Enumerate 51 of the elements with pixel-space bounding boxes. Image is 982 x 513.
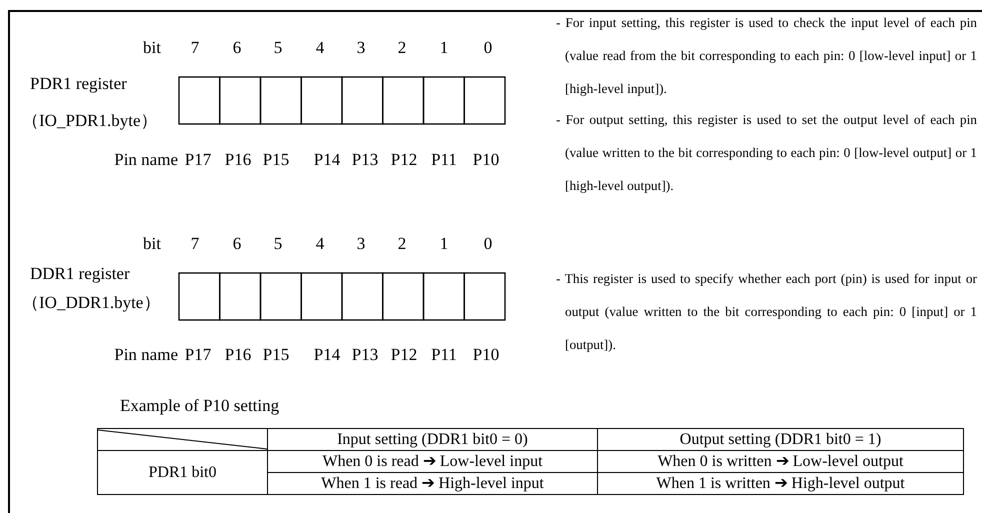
table-cell: When 0 is written ➔ Low-level output [598,450,964,472]
table-cell: When 0 is read ➔ Low-level input [268,450,598,472]
pin-name: P15 [262,150,290,170]
register-description: - For input setting, this register is used to check the input level of each pin (value read from the bit corresponding to each pin: 0 [low-level input] or 1 [high-level input]). [556,14,977,98]
register-name: DDR1 register [30,264,130,284]
pin-name: P11 [431,150,457,170]
bit-label: bit [143,234,161,254]
bit-number: 6 [232,234,242,254]
bit-number: 4 [316,234,324,254]
bit-number: 0 [484,234,492,254]
column-header: Input setting (DDR1 bit0 = 0) [268,428,598,450]
pin-name: P12 [390,150,418,170]
bit-number: 3 [356,234,366,254]
bit-number: 4 [316,38,324,58]
pin-name-label: Pin name [114,345,178,365]
bit-number: 7 [190,234,200,254]
row-header: PDR1 bit0 [98,450,268,494]
pin-name: P13 [352,150,378,170]
bit-number: 0 [484,38,492,58]
register-description: - This register is used to specify whether each port (pin) is used for input or output (value written to the bit corresponding to each pin: 0 [input] or 1 [output]). [556,270,977,354]
column-header: Output setting (DDR1 bit0 = 1) [598,428,964,450]
pin-name: P12 [390,345,418,365]
pin-name: P14 [314,150,340,170]
bit-number: 5 [274,234,282,254]
pin-name: P17 [184,345,212,365]
pin-name: P17 [184,150,212,170]
pin-name: P16 [224,345,252,365]
table-cell: When 1 is read ➔ High-level input [268,472,598,494]
bit-label: bit [143,38,161,58]
register-description: - For output setting, this register is used to set the output level of each pin (value written to the bit corresponding to each pin: 0 [low-level output] or 1 [high-level output]). [556,111,977,195]
bit-number: 1 [440,234,448,254]
bit-number: 2 [398,38,406,58]
bit-number: 7 [190,38,200,58]
pin-name: P10 [472,150,500,170]
pin-name-label: Pin name [114,150,178,170]
table-cell: When 1 is written ➔ High-level output [598,472,964,494]
table-title: Example of P10 setting [120,396,280,416]
bit-number: 5 [274,38,282,58]
register-symbol: （IO_DDR1.byte） [22,293,160,313]
bit-number: 6 [232,38,242,58]
pin-name: P11 [431,345,457,365]
pin-name: P15 [262,345,290,365]
bit-number: 3 [356,38,366,58]
pin-name: P13 [352,345,378,365]
pin-name: P14 [314,345,340,365]
pin-name: P16 [224,150,252,170]
bit-number: 2 [398,234,406,254]
bit-number: 1 [440,38,448,58]
register-name: PDR1 register [30,74,127,94]
pin-name: P10 [472,345,500,365]
register-symbol: （IO_PDR1.byte） [22,111,158,131]
